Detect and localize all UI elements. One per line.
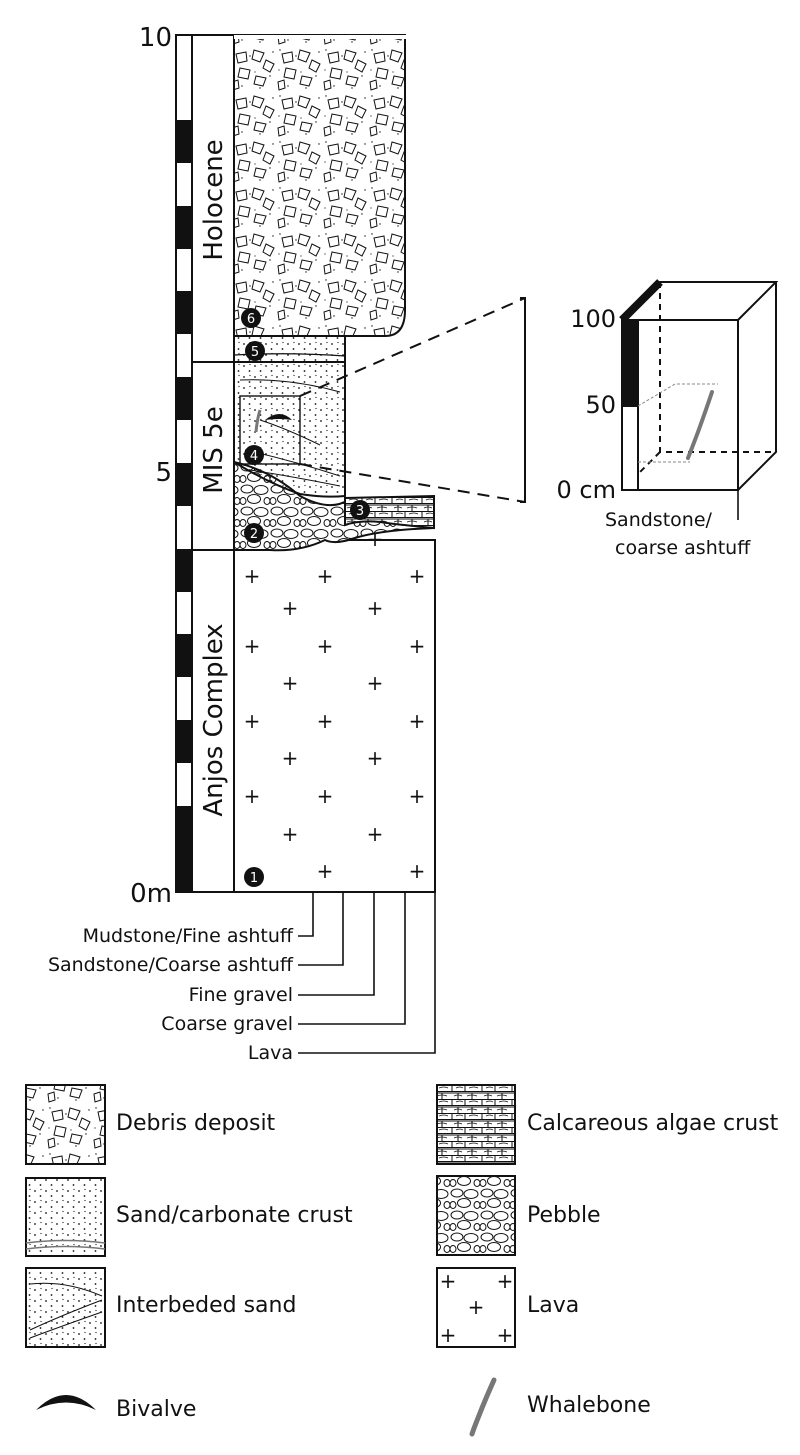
legend-label-lava: Lava bbox=[527, 1293, 579, 1318]
interbedded-sand-pattern bbox=[25, 1267, 106, 1348]
scale-tick-5: 5 bbox=[155, 458, 172, 488]
sample-marker-1: 1 bbox=[244, 867, 264, 887]
svg-text:+: + bbox=[244, 784, 261, 808]
whalebone-icon bbox=[686, 390, 714, 460]
legend-label-interbedded: Interbeded sand bbox=[116, 1293, 296, 1318]
algae-crust-pattern bbox=[436, 1084, 516, 1165]
unit-label-anjos-complex: Anjos Complex bbox=[199, 623, 229, 816]
legend-label-algae: Calcareous algae crust bbox=[527, 1111, 779, 1136]
sample-marker-6: 6 bbox=[241, 308, 261, 328]
svg-text:+: + bbox=[497, 1323, 514, 1347]
svg-text:6: 6 bbox=[247, 312, 255, 327]
zoom-connector bbox=[299, 297, 526, 503]
inset-caption-line2: coarse ashtuff bbox=[615, 537, 751, 559]
whalebone-icon bbox=[469, 1377, 497, 1437]
svg-text:+: + bbox=[440, 1323, 457, 1347]
scale-tick-10: 10 bbox=[139, 23, 172, 53]
legend-label-whalebone: Whalebone bbox=[527, 1393, 651, 1418]
svg-text:4: 4 bbox=[250, 449, 258, 464]
unit-column bbox=[191, 34, 345, 893]
svg-text:2: 2 bbox=[250, 527, 258, 542]
scale-bar bbox=[175, 34, 193, 893]
lava-cross-pattern bbox=[436, 1267, 516, 1348]
legend-label-bivalve: Bivalve bbox=[116, 1397, 196, 1422]
svg-text:+: + bbox=[468, 1295, 485, 1319]
svg-text:+: + bbox=[317, 784, 334, 808]
legend: Debris deposit Calcareous algae crust Sa… bbox=[25, 1084, 779, 1437]
sample-marker-2: 2 bbox=[244, 523, 264, 543]
debris-layer bbox=[233, 34, 409, 337]
inset-caption-line1: Sandstone/ bbox=[605, 509, 713, 531]
svg-text:+: + bbox=[317, 564, 334, 588]
grain-size-axis bbox=[298, 892, 436, 1054]
svg-text:5: 5 bbox=[251, 345, 259, 360]
svg-text:+: + bbox=[440, 1269, 457, 1293]
svg-text:+: + bbox=[282, 596, 299, 620]
svg-text:+: + bbox=[367, 746, 384, 770]
svg-text:+: + bbox=[317, 859, 334, 883]
inset-tick-100: 100 bbox=[570, 305, 616, 333]
legend-label-debris: Debris deposit bbox=[116, 1111, 276, 1136]
svg-text:+: + bbox=[409, 784, 426, 808]
bivalve-icon bbox=[36, 1395, 96, 1410]
svg-text:+: + bbox=[409, 634, 426, 658]
svg-text:+: + bbox=[244, 564, 261, 588]
inset-tick-50: 50 bbox=[585, 391, 616, 419]
svg-text:+: + bbox=[317, 634, 334, 658]
interbedded-sand-layer bbox=[233, 361, 346, 498]
sample-marker-4: 4 bbox=[244, 445, 264, 465]
scale-tick-0: 0m bbox=[130, 879, 172, 909]
unit-label-holocene: Holocene bbox=[199, 139, 229, 260]
inset-bracket bbox=[520, 297, 526, 503]
svg-text:+: + bbox=[409, 564, 426, 588]
grain-label-sandstone: Sandstone/Coarse ashtuff bbox=[48, 954, 294, 976]
legend-label-pebble: Pebble bbox=[527, 1203, 601, 1228]
legend-label-sand: Sand/carbonate crust bbox=[116, 1203, 353, 1228]
unit-label-mis5e: MIS 5e bbox=[199, 406, 229, 493]
inset-tick-0: 0 cm bbox=[557, 476, 616, 504]
grain-label-fine-gravel: Fine gravel bbox=[189, 984, 293, 1006]
svg-text:+: + bbox=[367, 596, 384, 620]
svg-text:+: + bbox=[497, 1269, 514, 1293]
svg-text:1: 1 bbox=[250, 871, 258, 886]
sample-marker-5: 5 bbox=[245, 341, 265, 361]
pebble-pattern bbox=[436, 1175, 516, 1256]
sample-marker-3: 3 bbox=[350, 500, 370, 520]
sand-pattern bbox=[25, 1177, 106, 1257]
grain-label-coarse-gravel: Coarse gravel bbox=[161, 1013, 293, 1035]
svg-text:+: + bbox=[317, 709, 334, 733]
inset-block bbox=[619, 279, 779, 491]
svg-text:+: + bbox=[409, 859, 426, 883]
svg-text:+: + bbox=[282, 671, 299, 695]
svg-text:+: + bbox=[244, 634, 261, 658]
svg-text:+: + bbox=[282, 822, 299, 846]
svg-text:3: 3 bbox=[356, 504, 364, 519]
debris-pattern bbox=[25, 1084, 106, 1165]
grain-label-lava: Lava bbox=[248, 1042, 293, 1064]
svg-text:+: + bbox=[282, 746, 299, 770]
svg-text:+: + bbox=[367, 671, 384, 695]
grain-label-mudstone: Mudstone/Fine ashtuff bbox=[83, 925, 294, 947]
lava-layer: +++ ++ +++ ++ +++ ++ +++ ++ ++ + bbox=[233, 527, 436, 893]
svg-text:+: + bbox=[367, 822, 384, 846]
svg-text:+: + bbox=[409, 709, 426, 733]
svg-text:+: + bbox=[244, 709, 261, 733]
